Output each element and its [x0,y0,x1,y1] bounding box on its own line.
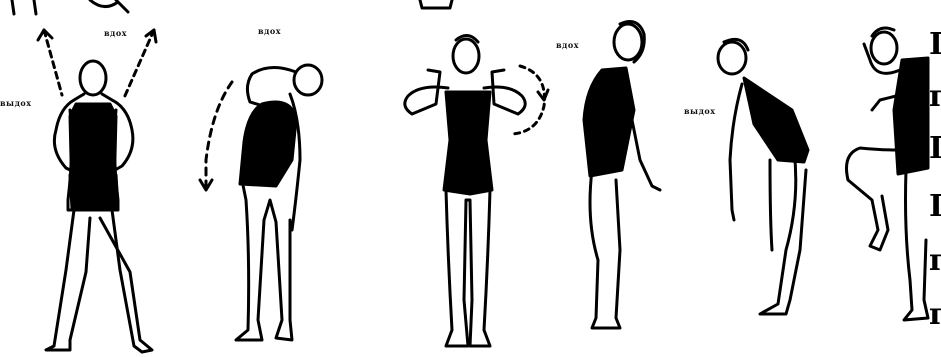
edge-text-line: Г [929,30,941,60]
inhale-label: вдох [258,26,281,36]
exhale-label: выдох [684,106,716,116]
edge-text-line: г [929,300,941,330]
figure-5-forward-lean [718,39,806,314]
edge-text-line: г [929,246,941,276]
inhale-label: вдох [104,28,127,38]
edge-text-line: Г [929,134,941,164]
exhale-label: выдох [0,98,32,108]
edge-text-line: Г [929,192,941,222]
edge-text-line: г [929,82,941,112]
inhale-label: вдох [556,40,579,50]
